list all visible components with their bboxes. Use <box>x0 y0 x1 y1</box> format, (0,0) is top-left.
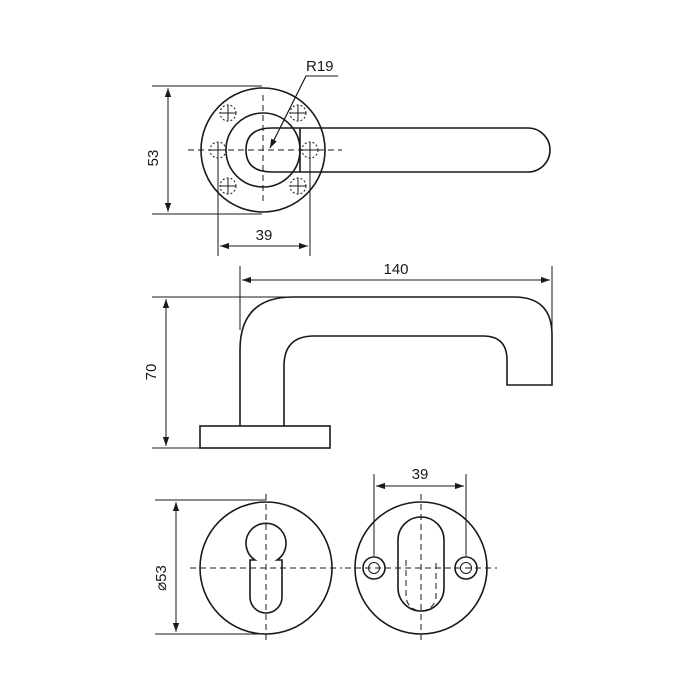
side-length-dimension: 140 <box>239 261 553 330</box>
side-lever-outline <box>239 296 553 426</box>
side-height-label: 70 <box>143 364 160 381</box>
top-view: R19 53 39 <box>145 58 551 256</box>
escutcheon-spacing-dimension: 39 <box>373 466 467 556</box>
cylinder-keyhole <box>245 522 287 614</box>
side-length-label: 140 <box>383 261 408 278</box>
screw-hole-top-right <box>289 104 307 122</box>
screw-hole-top-left <box>219 104 237 122</box>
side-rose-base <box>199 425 331 449</box>
top-height-label: 53 <box>145 150 162 167</box>
top-spacing-label: 39 <box>256 227 273 244</box>
escutcheon-view: 39 <box>345 466 497 640</box>
cylinder-diameter-label: ⌀53 <box>153 565 170 591</box>
screw-hole-bottom-right <box>289 177 307 195</box>
side-height-dimension: 70 <box>143 296 290 449</box>
top-lever-outline <box>245 127 551 173</box>
side-view: 140 70 <box>143 261 553 449</box>
radius-dimension: R19 <box>269 58 338 149</box>
escutcheon-screw-right <box>454 556 478 580</box>
escutcheon-cylinder-cutout <box>397 516 445 612</box>
escutcheon-spacing-label: 39 <box>412 466 429 483</box>
escutcheon-screw-left <box>362 556 386 580</box>
top-spacing-dimension: 39 <box>217 158 311 256</box>
screw-hole-mid-right <box>301 141 319 159</box>
radius-label: R19 <box>306 58 334 75</box>
cylinder-rose-view: ⌀53 <box>153 494 342 640</box>
cylinder-diameter-dimension: ⌀53 <box>153 499 266 635</box>
screw-hole-bottom-left <box>219 177 237 195</box>
screw-hole-mid-left <box>209 141 227 159</box>
top-height-dimension: 53 <box>145 85 262 215</box>
